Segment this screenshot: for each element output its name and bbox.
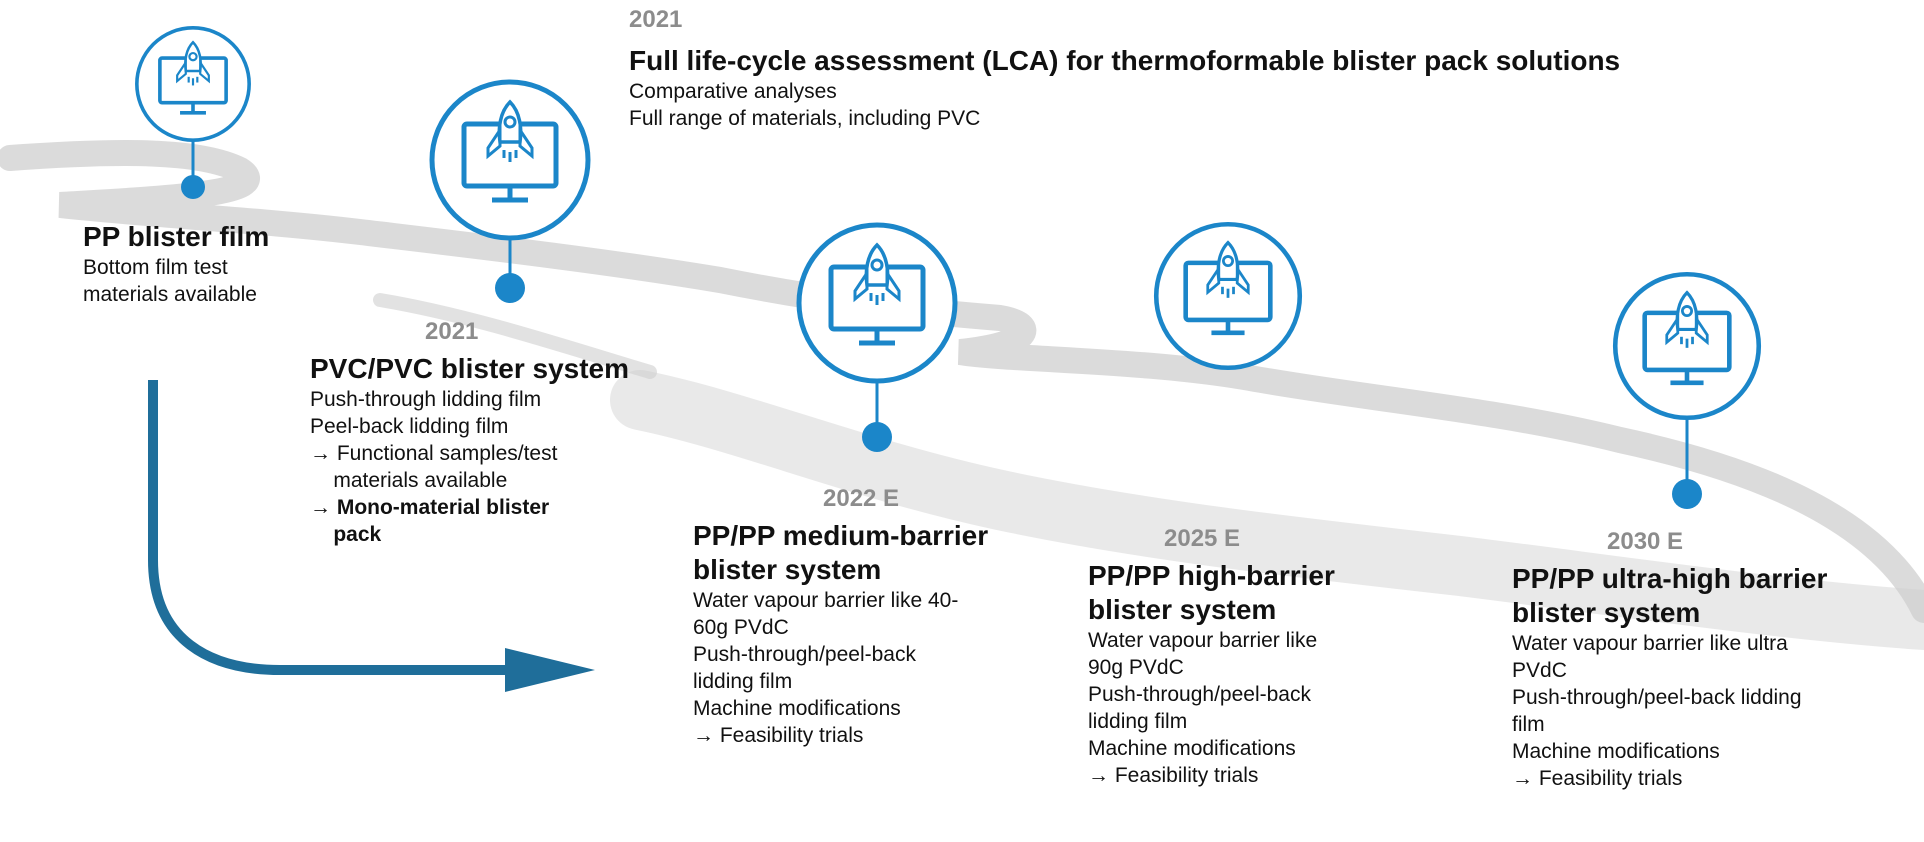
pin-pvc-pvc — [495, 236, 525, 303]
milestone-line: materials available — [310, 469, 508, 492]
milestone-title: PP/PP high-barrier blister system — [1088, 560, 1335, 625]
milestone-line: 90g PVdC — [1088, 656, 1184, 679]
milestone-line: Water vapour barrier like — [1088, 629, 1318, 652]
pin-pp-ultra — [1672, 410, 1702, 509]
milestone-line: → Functional samples/test — [310, 442, 558, 465]
milestone-pvc-pvc: 2021 PVC/PVC blister system Push-through… — [310, 318, 629, 548]
milestone-year: 2030 E — [1607, 528, 1684, 555]
milestone-line: → Feasibility trials — [693, 724, 864, 747]
milestone-lca: 2021 Full life-cycle assessment (LCA) fo… — [629, 6, 1620, 132]
milestone-line: Machine modifications — [1088, 737, 1296, 760]
milestone-line: → Mono-material blister — [310, 496, 550, 519]
progress-arrow — [148, 380, 595, 692]
milestone-title: PP/PP ultra-high barrier blister system — [1512, 563, 1828, 628]
milestone-line: Water vapour barrier like ultra — [1512, 632, 1788, 655]
milestone-line: → Feasibility trials — [1512, 767, 1683, 790]
milestone-line: 60g PVdC — [693, 616, 789, 639]
milestone-line: lidding film — [1088, 710, 1188, 733]
milestone-year: 2025 E — [1164, 525, 1241, 552]
rocket-monitor-icon — [135, 26, 251, 142]
milestone-line: Peel-back lidding film — [310, 415, 509, 438]
milestone-title: PVC/PVC blister system — [310, 353, 630, 384]
milestone-line: Comparative analyses — [629, 80, 837, 103]
milestone-title: PP blister film — [83, 221, 270, 252]
milestone-line: Push-through lidding film — [310, 388, 542, 411]
rocket-monitor-icon — [432, 82, 588, 238]
milestone-line: Full range of materials, including PVC — [629, 107, 981, 130]
rocket-monitor-icon — [799, 225, 955, 381]
milestone-line: Push-through/peel-back lidding — [1512, 686, 1802, 709]
pin-pp-blister-film — [181, 141, 205, 199]
milestone-line: Water vapour barrier like 40- — [693, 589, 959, 612]
milestone-line: PVdC — [1512, 659, 1567, 682]
milestone-pp-high: 2025 E PP/PP high-barrier blister system… — [1088, 525, 1418, 789]
milestone-pp-ultra: 2030 E PP/PP ultra-high barrier blister … — [1512, 528, 1912, 792]
milestone-line: Machine modifications — [693, 697, 901, 720]
milestone-line: → Feasibility trials — [1088, 764, 1259, 787]
milestone-line: Machine modifications — [1512, 740, 1720, 763]
rocket-monitor-icon — [1156, 224, 1300, 368]
milestone-line: Bottom film test — [83, 256, 228, 279]
milestone-line: film — [1512, 713, 1545, 736]
milestone-line: Push-through/peel-back — [693, 643, 916, 666]
milestone-title: PP/PP medium-barrier blister system — [693, 520, 989, 585]
milestone-pp-medium: 2022 E PP/PP medium-barrier blister syst… — [693, 485, 1053, 749]
milestone-pp-blister-film: PP blister film Bottom film test materia… — [83, 220, 269, 308]
milestone-title: Full life-cycle assessment (LCA) for the… — [629, 45, 1621, 76]
milestone-line: lidding film — [693, 670, 793, 693]
milestone-line: Push-through/peel-back — [1088, 683, 1311, 706]
milestone-year: 2021 — [425, 318, 479, 345]
milestone-year: 2021 — [629, 6, 683, 33]
pin-pp-medium — [862, 381, 892, 452]
milestone-year: 2022 E — [823, 485, 900, 512]
rocket-monitor-icon — [1615, 274, 1759, 418]
milestone-line: pack — [310, 523, 382, 546]
milestone-line: materials available — [83, 283, 257, 306]
